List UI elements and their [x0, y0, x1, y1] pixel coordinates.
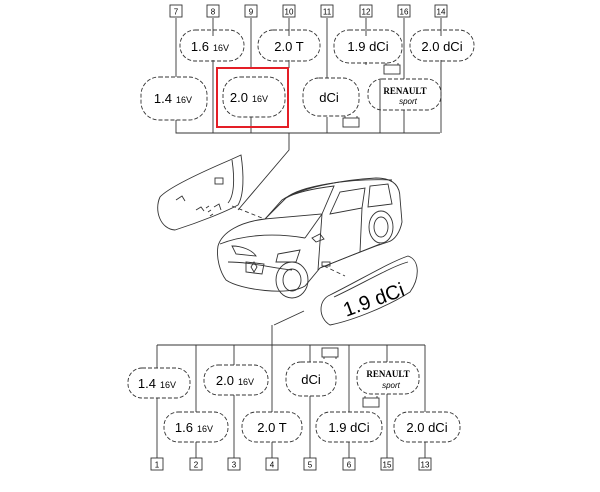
svg-text:1.9 dCi: 1.9 dCi — [347, 39, 388, 54]
callout-number-2: 2 — [189, 457, 203, 471]
badge-1-4-16v-bottom[interactable]: 1.4 16V — [127, 367, 191, 399]
svg-text:12: 12 — [362, 8, 371, 17]
badge-2-0-dci-bottom[interactable]: 2.0 dCi — [393, 411, 461, 443]
svg-text:3: 3 — [232, 461, 237, 470]
tailgate-panel — [157, 154, 263, 231]
svg-text:10: 10 — [285, 8, 294, 17]
svg-text:4: 4 — [270, 461, 275, 470]
clip-icon — [383, 63, 401, 75]
svg-text:9: 9 — [249, 8, 254, 17]
badge-1-6-16v-bottom[interactable]: 1.6 16V — [163, 411, 229, 443]
badge-1-9-dci[interactable]: 1.9 dCi — [333, 29, 403, 64]
svg-text:8: 8 — [211, 8, 216, 17]
selection-highlight — [216, 67, 289, 128]
svg-text:2.0 dCi: 2.0 dCi — [421, 39, 462, 54]
badge-dci[interactable]: dCi — [302, 77, 360, 117]
svg-text:5: 5 — [308, 461, 313, 470]
svg-text:dCi: dCi — [319, 90, 339, 105]
callout-number-8: 8 — [206, 4, 220, 18]
callout-number-7: 7 — [169, 4, 183, 18]
svg-text:2.0 T: 2.0 T — [274, 39, 303, 54]
svg-text:1.6: 1.6 — [191, 39, 209, 54]
svg-text:16V: 16V — [160, 380, 176, 390]
callout-number-12: 12 — [359, 4, 373, 18]
svg-text:13: 13 — [421, 461, 430, 470]
svg-text:1: 1 — [155, 461, 160, 470]
svg-text:15: 15 — [383, 461, 392, 470]
callout-number-5: 5 — [303, 457, 317, 471]
badge-1-6-16v[interactable]: 1.6 16V — [179, 29, 245, 62]
svg-text:2.0 dCi: 2.0 dCi — [406, 420, 447, 435]
clip-icon — [362, 396, 380, 408]
svg-text:dCi: dCi — [301, 372, 321, 387]
svg-text:1.4: 1.4 — [154, 91, 172, 106]
svg-text:2: 2 — [194, 461, 199, 470]
badge-dci-bottom[interactable]: dCi — [285, 361, 337, 397]
svg-text:2.0 T: 2.0 T — [257, 420, 286, 435]
badge-2-0-dci[interactable]: 2.0 dCi — [409, 29, 475, 62]
svg-text:7: 7 — [174, 8, 179, 17]
clip-icon — [321, 347, 339, 359]
badge-2-0-t-bottom[interactable]: 2.0 T — [241, 411, 303, 443]
callout-number-3: 3 — [227, 457, 241, 471]
top-callout-group: 7 8 9 10 11 12 16 14 1.6 16V 2.0 T 1.9 d… — [140, 4, 475, 211]
bottom-callout-group: 1.4 16V 2.0 16V dCi RENAULT sport 1.6 16… — [127, 325, 461, 471]
svg-text:16V: 16V — [213, 43, 229, 53]
callout-number-16: 16 — [397, 4, 411, 18]
svg-text:6: 6 — [347, 461, 352, 470]
callout-number-1: 1 — [150, 457, 164, 471]
badge-1-4-16v[interactable]: 1.4 16V — [140, 76, 208, 121]
svg-text:1.6: 1.6 — [175, 420, 193, 435]
svg-text:16: 16 — [400, 8, 409, 17]
badge-2-0-t[interactable]: 2.0 T — [257, 29, 321, 62]
svg-text:RENAULT: RENAULT — [383, 86, 426, 96]
badge-renault-sport-bottom[interactable]: RENAULT sport — [356, 361, 420, 395]
callout-number-4: 4 — [265, 457, 279, 471]
callout-number-11: 11 — [320, 4, 334, 18]
badge-detail-text: 1.9 dCi — [340, 279, 407, 321]
svg-text:1.4: 1.4 — [138, 376, 156, 391]
svg-text:2.0: 2.0 — [230, 90, 248, 105]
svg-text:RENAULT: RENAULT — [366, 369, 409, 379]
svg-text:16V: 16V — [176, 95, 192, 105]
clip-icon — [342, 116, 360, 128]
svg-text:sport: sport — [382, 381, 401, 390]
svg-text:16V: 16V — [197, 424, 213, 434]
svg-text:16V: 16V — [238, 377, 254, 387]
svg-text:11: 11 — [323, 8, 332, 17]
callout-number-15: 15 — [380, 457, 394, 471]
badge-2-0-16v[interactable]: 2.0 16V — [222, 76, 286, 118]
callout-number-10: 10 — [282, 4, 296, 18]
svg-text:2.0: 2.0 — [216, 373, 234, 388]
badge-renault-sport[interactable]: RENAULT sport — [367, 78, 442, 111]
callout-number-14: 14 — [434, 4, 448, 18]
badge-2-0-16v-bottom[interactable]: 2.0 16V — [203, 364, 269, 396]
callout-number-9: 9 — [244, 4, 258, 18]
callout-number-13: 13 — [418, 457, 432, 471]
svg-text:1.9 dCi: 1.9 dCi — [328, 420, 369, 435]
callout-number-6: 6 — [342, 457, 356, 471]
badge-1-9-dci-bottom[interactable]: 1.9 dCi — [315, 411, 383, 443]
svg-text:16V: 16V — [252, 94, 268, 104]
svg-text:sport: sport — [399, 97, 418, 106]
car-illustration — [217, 177, 403, 299]
svg-text:14: 14 — [437, 8, 446, 17]
